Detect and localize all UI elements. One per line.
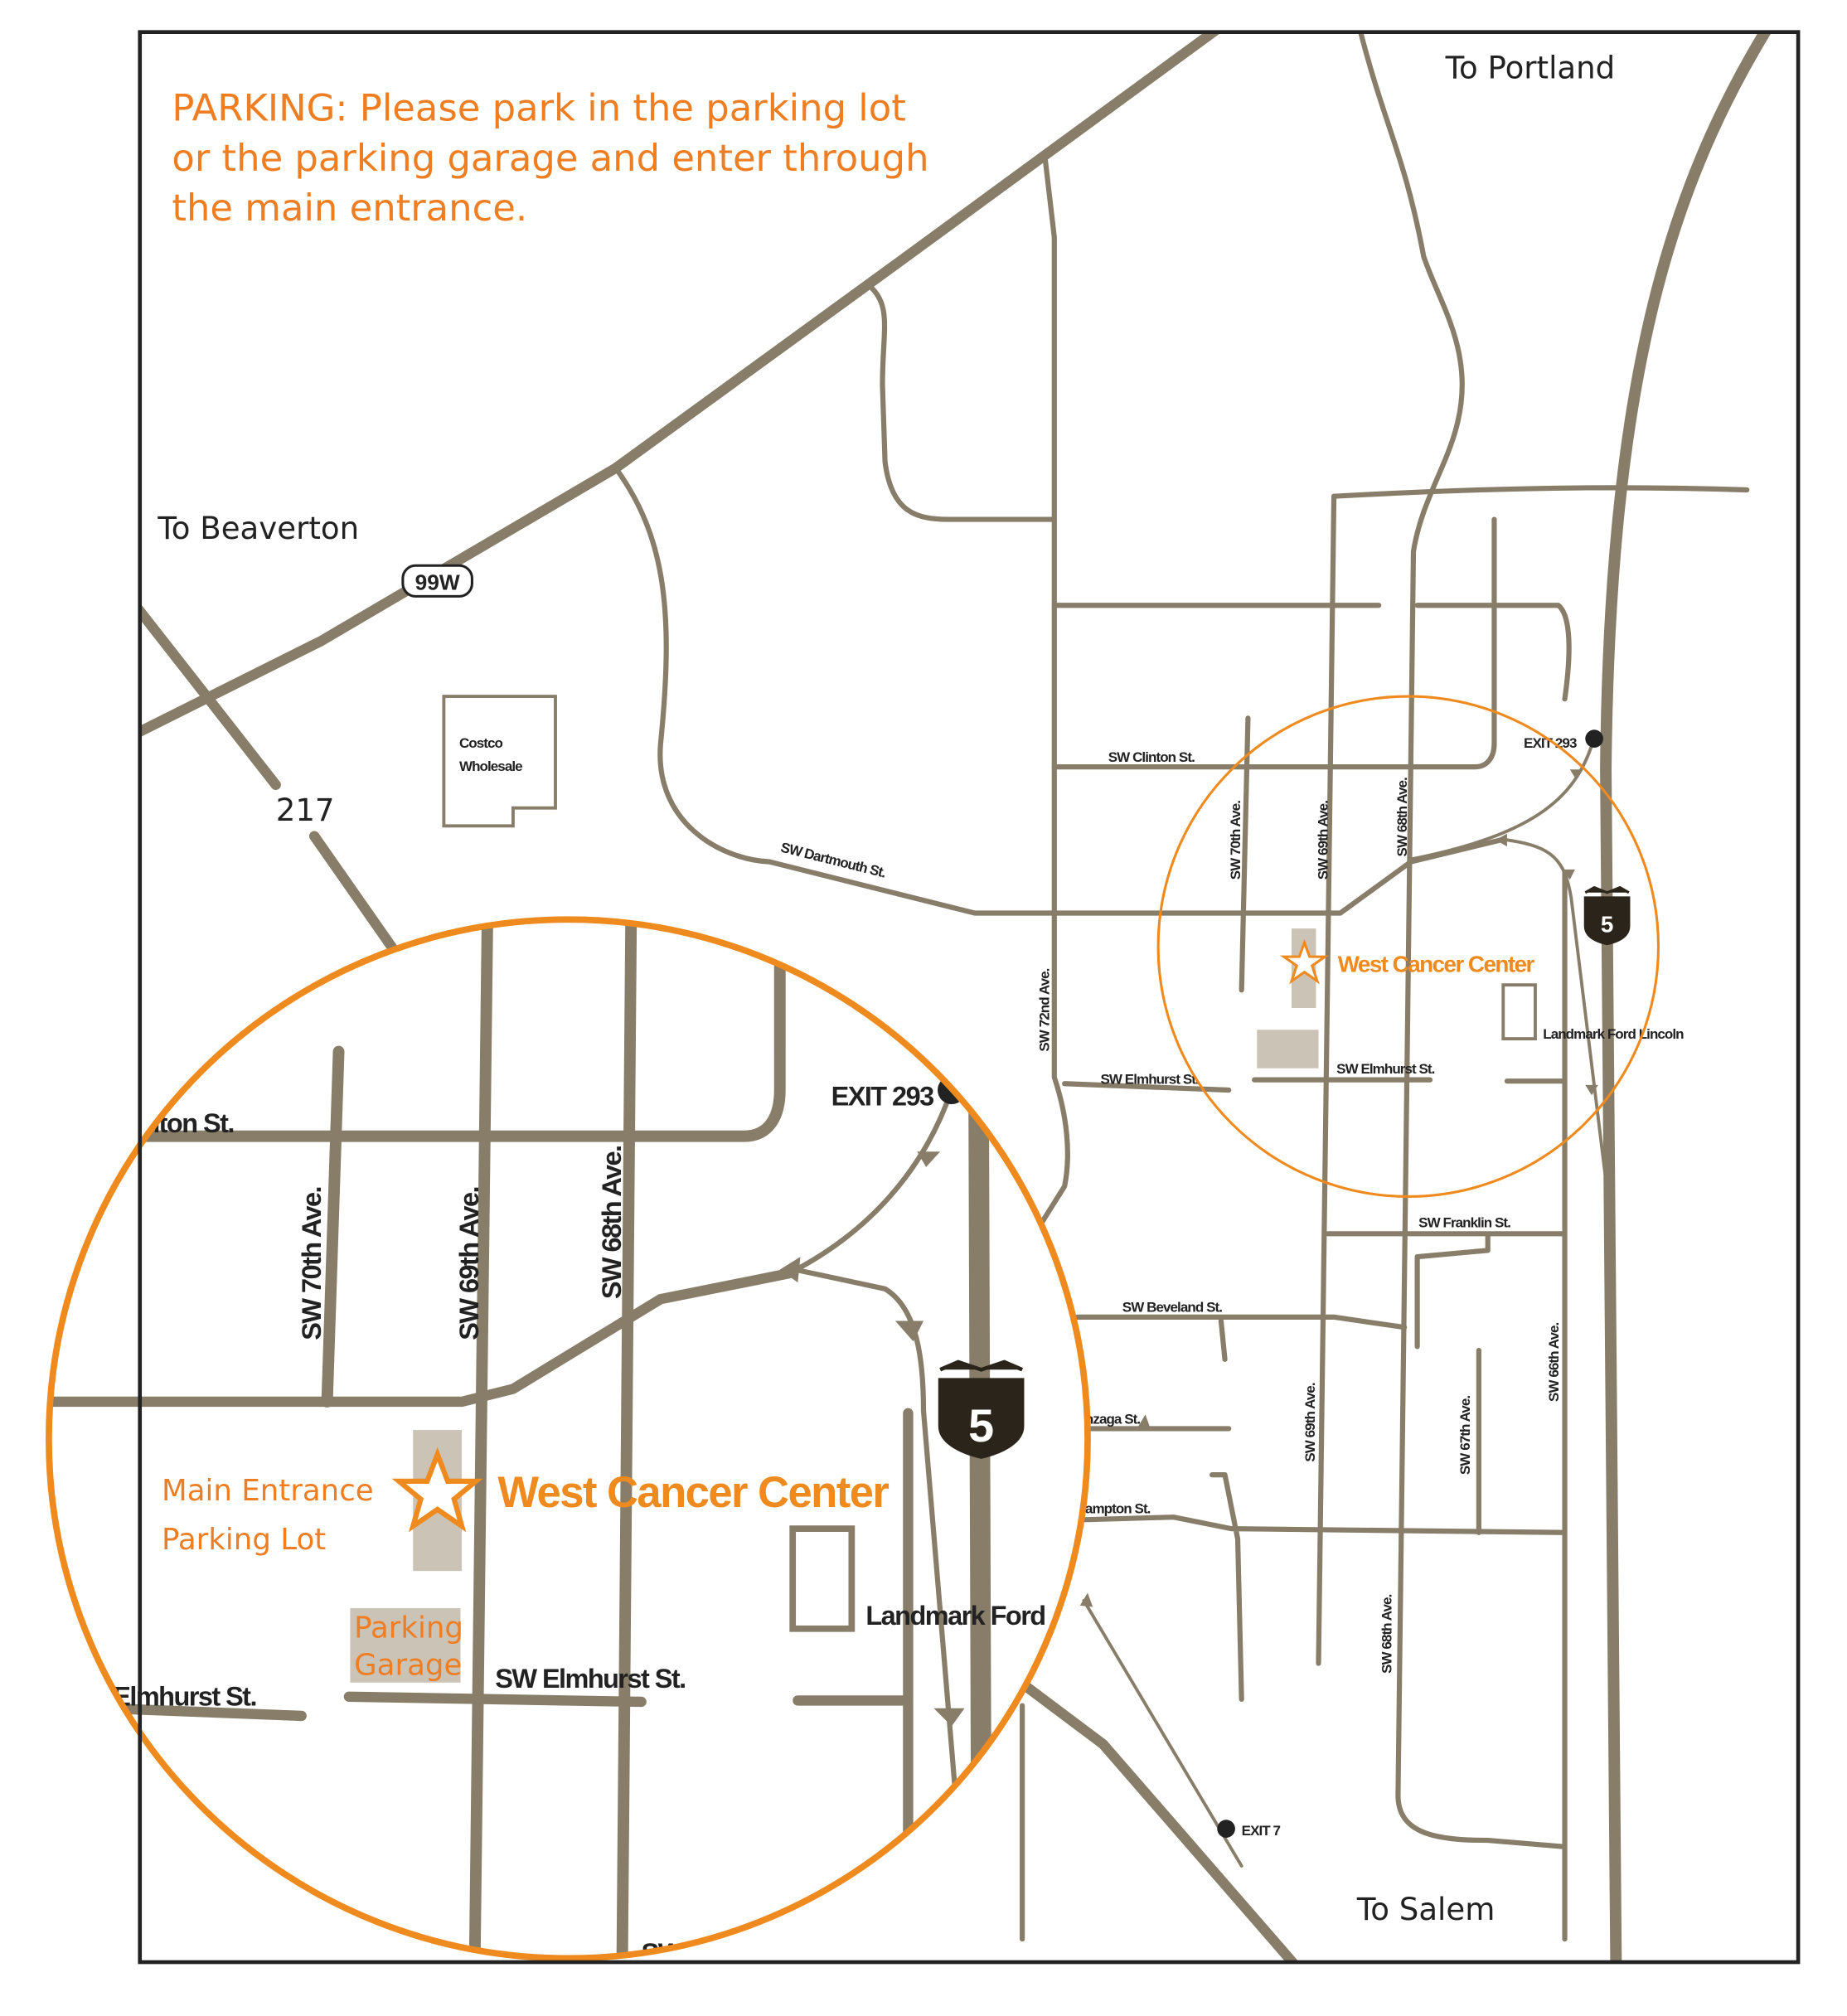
arrow-icon [1137, 1414, 1151, 1429]
route-99w-shield: 99W [401, 564, 473, 598]
map-frame [138, 30, 1801, 1965]
inset-exit-293-label: EXIT 293 [831, 1082, 933, 1112]
highway-217 [139, 603, 403, 961]
arrow-icon [1495, 833, 1507, 847]
inset-circle-border [46, 916, 1091, 1962]
interstate-5-shield-icon: 5 [1583, 885, 1631, 946]
route-217-label: 217 [276, 792, 335, 828]
sw-clinton-st [1051, 516, 1497, 770]
inset-street-label: SW 70th Ave. [297, 1187, 327, 1340]
parking-garage-label: Garage [354, 1648, 462, 1682]
direction-to-salem: To Salem [1356, 1892, 1495, 1927]
road-segment [1051, 603, 1572, 702]
inset-landmark-ford-building [789, 1525, 856, 1632]
street-label: SW 66th Ave. [1546, 1322, 1562, 1401]
street-label: SW 69th Ave. [1302, 1383, 1318, 1461]
street-label: SW 70th Ave. [1228, 801, 1243, 880]
west-cancer-center-star-icon [1279, 938, 1330, 985]
street-label: nzaga St. [1085, 1411, 1140, 1427]
direction-to-beaverton: To Beaverton [157, 511, 359, 546]
exit-7-marker [1217, 1820, 1235, 1838]
inset-landmark-ford-label: Landmark Ford [865, 1601, 1045, 1631]
street-label: SW Dartmouth St. [779, 840, 888, 881]
arrow-icon [1585, 1084, 1598, 1096]
street-label: SW Elmhurst St. [1336, 1061, 1435, 1077]
focus-circle [1156, 695, 1660, 1198]
costco-label: Wholesale [459, 758, 522, 774]
exit-293-ramp [1408, 735, 1607, 1182]
exit-293-label: EXIT 293 [1524, 735, 1577, 751]
parking-notice: or the parking garage and enter through [172, 136, 928, 180]
inset-west-cancer-center-label: West Cancer Center [497, 1468, 889, 1517]
street-label: SW Beveland St. [1122, 1300, 1222, 1316]
street-label: SW Elmhurst St. [1100, 1071, 1199, 1087]
street-label: SW 69th Ave. [1315, 801, 1331, 880]
street-label: ampton St. [1085, 1501, 1151, 1517]
street-label: SW Franklin St. [1418, 1215, 1510, 1231]
sw-beveland-st [1074, 1314, 1408, 1362]
main-entrance-label: Main Entrance [162, 1474, 374, 1508]
parking-garage [1257, 1030, 1319, 1069]
street-label: SW 67th Ave. [1457, 1396, 1473, 1475]
sw-70th-ave [1239, 715, 1251, 993]
inset-sw-68th-ave [616, 922, 637, 1956]
inset-street-label: Elmhurst St. [113, 1682, 256, 1712]
inset-street-label: SW 69th Ave. [454, 1187, 484, 1340]
highway-south [1020, 1681, 1300, 1963]
inset-magnifier: 5 nton St. SW 70th Ave. SW 69th Ave. SW … [46, 916, 1091, 1962]
arrow-icon [917, 1151, 941, 1167]
parking-notice: PARKING: Please park in the parking lot [172, 85, 905, 129]
costco-building [442, 695, 557, 828]
arrow-icon [894, 1321, 924, 1342]
inset-parking-garage [350, 1608, 461, 1683]
inset-star-icon [391, 1447, 483, 1533]
street-label: SW 72nd Ave. [1037, 968, 1053, 1051]
parking-notice: the main entrance. [172, 186, 527, 230]
inset-street-label: SW 68th Ave. [597, 1146, 627, 1299]
inset-interstate-5-label: 5 [968, 1400, 994, 1451]
parking-lot-label: Parking Lot [162, 1523, 326, 1557]
arrow-icon [779, 1257, 801, 1283]
inset-street-label: SW Elmhurst St. [495, 1664, 685, 1694]
inset-exit-ramp [786, 1093, 958, 1798]
inset-clinton-st [51, 922, 786, 1142]
landmark-ford-label: Landmark Ford Lincoln [1543, 1026, 1684, 1042]
sw-franklin-st [1325, 1231, 1568, 1350]
arrow-icon [1562, 869, 1575, 880]
parking-garage-label: Parking [354, 1611, 463, 1645]
route-99w-label: 99W [415, 570, 460, 595]
sw-68th-ave [1358, 32, 1568, 1849]
road-network [139, 32, 1772, 1963]
dartmouth-road [613, 465, 1504, 916]
landmark-ford-building [1501, 983, 1537, 1041]
arrow-icon [933, 1708, 965, 1727]
street-label: SW 68th Ave. [1379, 1594, 1395, 1673]
sw-hampton-st [1081, 1472, 1568, 1702]
inset-dartmouth [51, 1268, 794, 1408]
direction-to-portland: To Portland [1445, 50, 1616, 85]
arrow-icon [1079, 1592, 1093, 1607]
exit-293-marker [1585, 729, 1603, 748]
interstate-5 [1600, 32, 1772, 1963]
sw-72nd-ave [1034, 158, 1070, 1234]
exit-7-label: EXIT 7 [1242, 1823, 1281, 1839]
west-cancer-center-label: West Cancer Center [1338, 952, 1535, 977]
street-label: SW 68th Ave. [1394, 778, 1410, 856]
exit-7-ramp [1082, 1598, 1243, 1868]
costco-label: Costco [459, 735, 503, 751]
inset-interstate-5-shield-icon: 5 [938, 1359, 1025, 1459]
interstate-5-label: 5 [1601, 912, 1613, 938]
inset-sw-69th-ave [468, 922, 493, 1956]
road-segment [1331, 485, 1750, 499]
road-segment [870, 285, 1054, 522]
arrow-icon [1569, 769, 1583, 780]
inset-sw-70th-ave [321, 1045, 345, 1408]
street-label: SW Clinton St. [1108, 749, 1195, 765]
